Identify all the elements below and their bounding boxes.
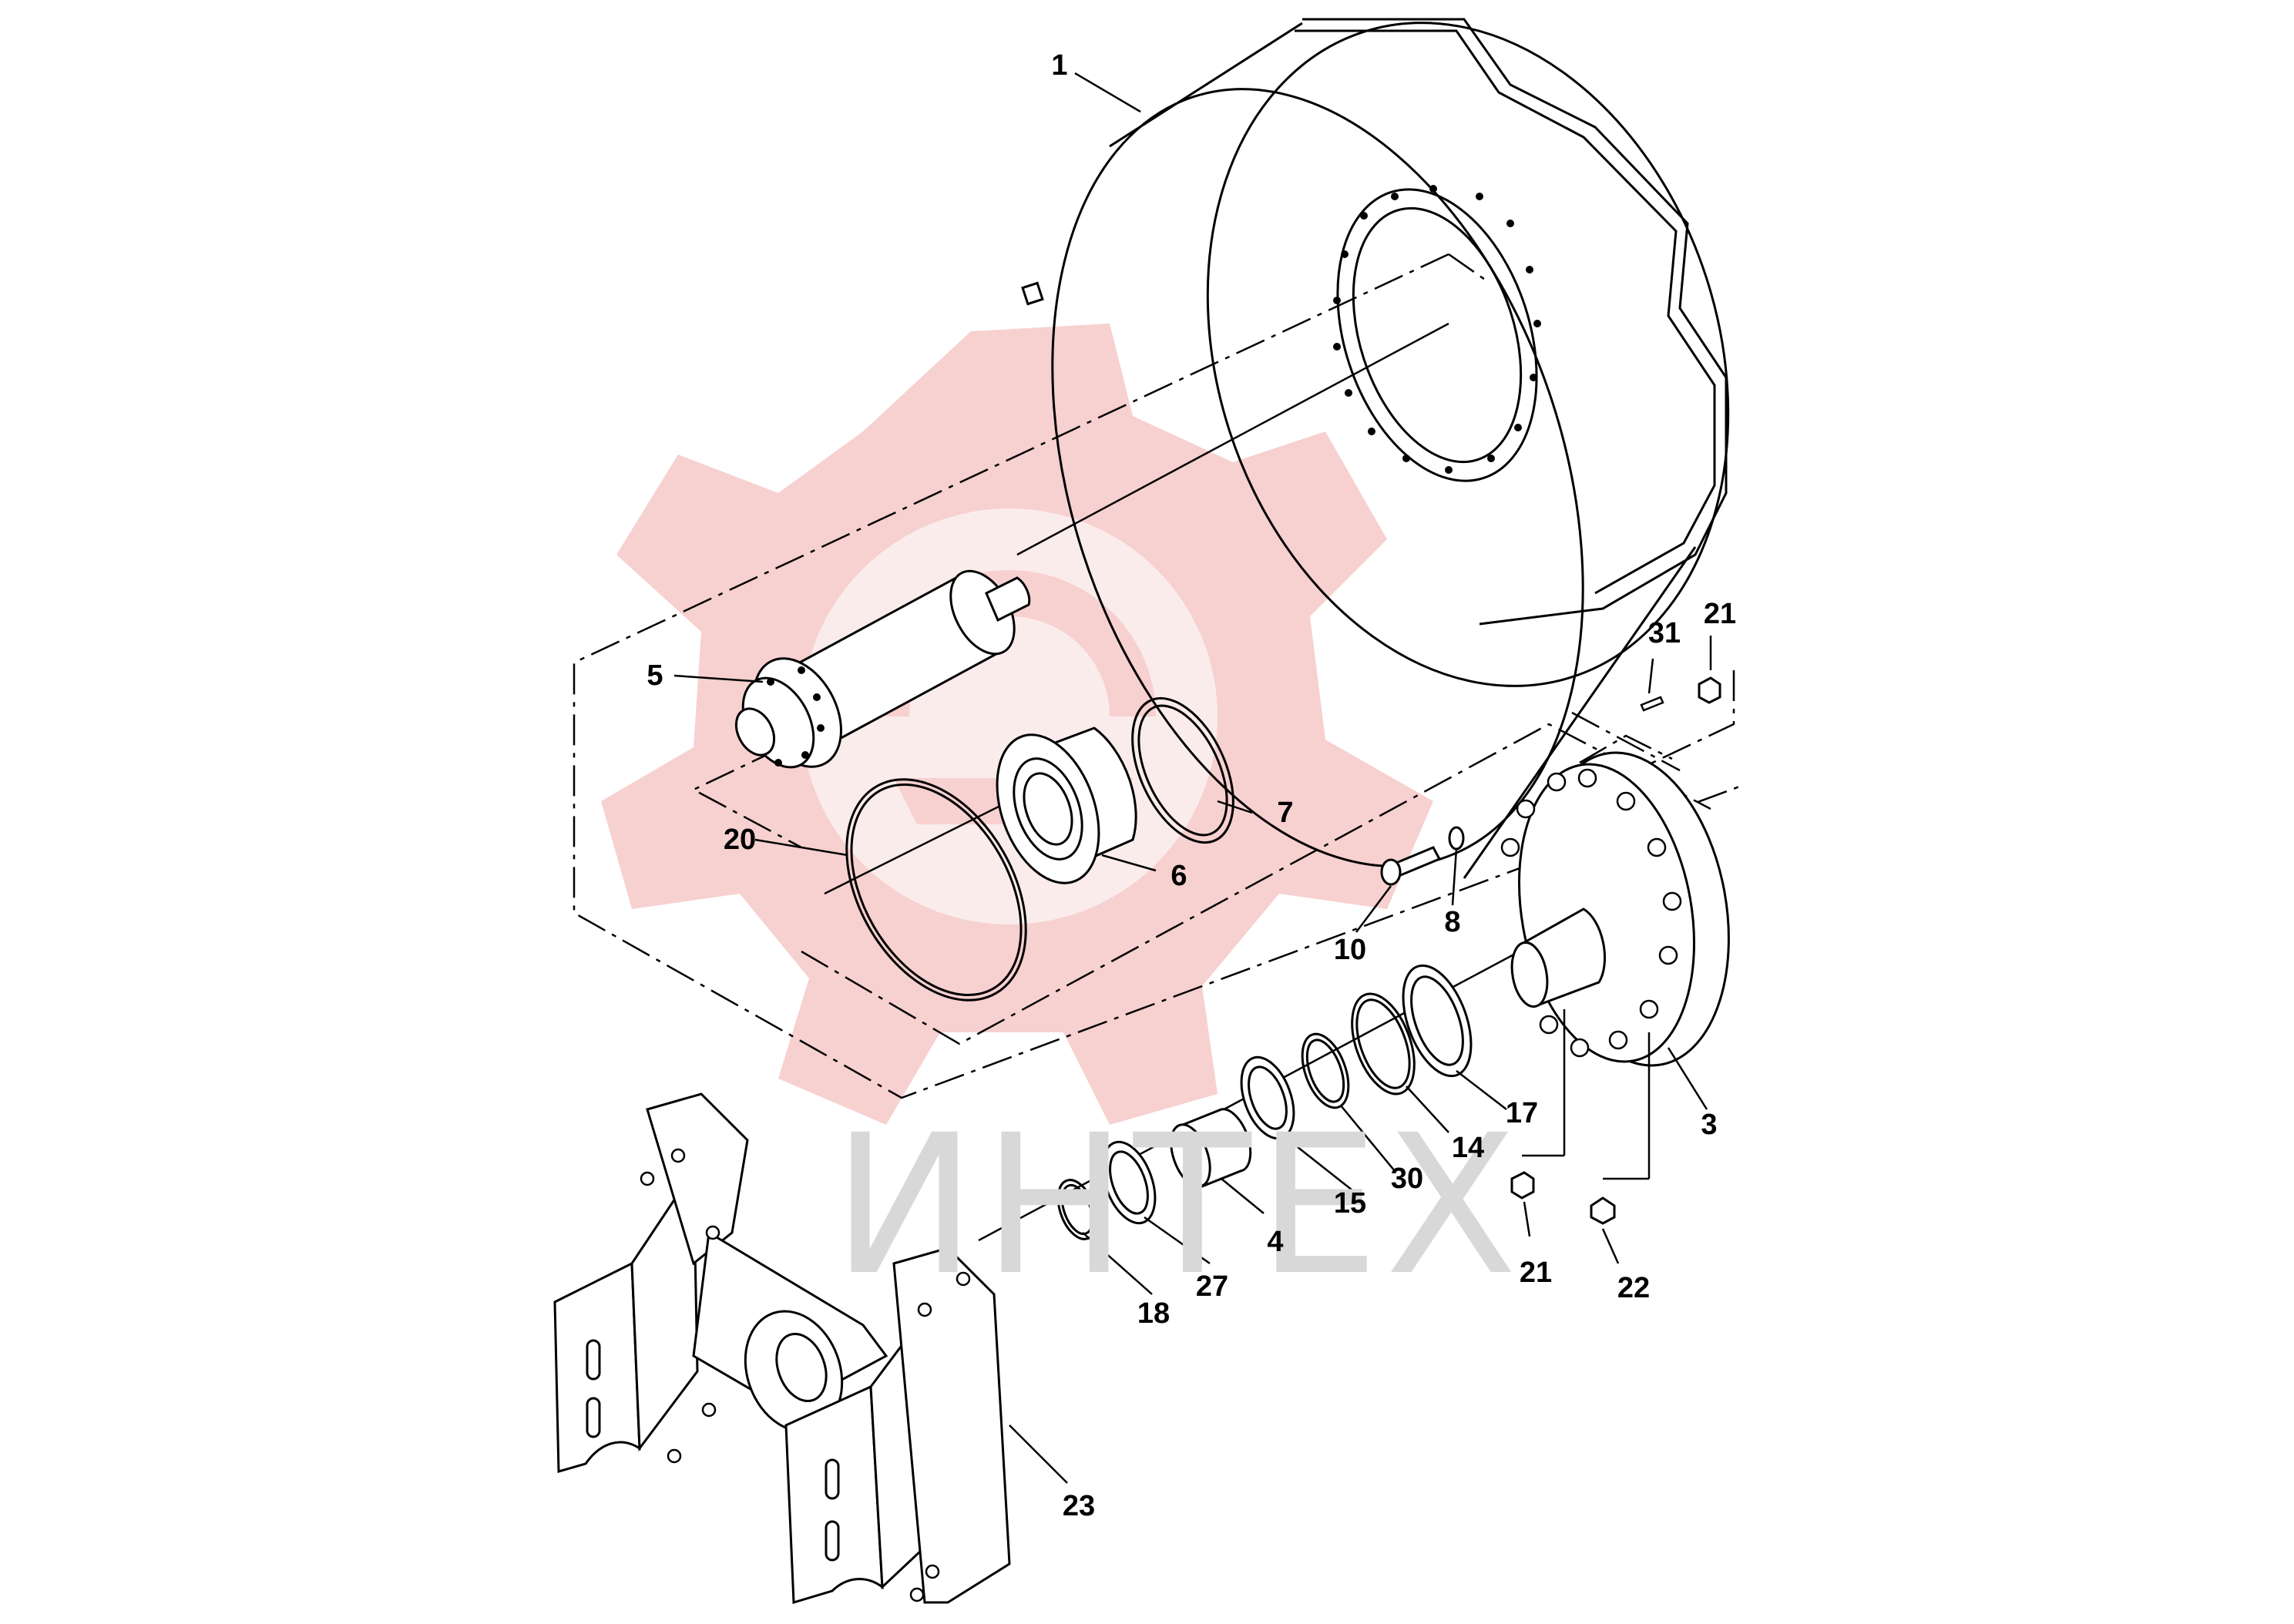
callout-22: 22 <box>1617 1272 1651 1304</box>
part-21-nut-top <box>1698 676 1721 704</box>
part-8-washer <box>1448 826 1465 851</box>
callout-31: 31 <box>1647 617 1681 649</box>
part-20-o-ring <box>845 778 1027 1002</box>
leader-connectors <box>1522 1009 1651 1180</box>
callout-leader-lines <box>673 72 1712 1484</box>
part-21-nut-bottom <box>1510 1171 1535 1200</box>
part-1-drum-wheel <box>1021 18 1730 879</box>
callout-18: 18 <box>1137 1297 1171 1330</box>
motor-bolts <box>767 666 825 767</box>
part-23-frame-bracket <box>553 1092 1011 1604</box>
drum-flange-bolt-holes <box>1333 185 1541 474</box>
callout-10: 10 <box>1333 934 1367 966</box>
hub-flange-bolts <box>1500 768 1682 1058</box>
callout-27: 27 <box>1195 1270 1229 1303</box>
callout-4: 4 <box>1267 1226 1284 1258</box>
frame-bolts <box>640 1148 971 1602</box>
callout-14: 14 <box>1451 1132 1485 1164</box>
part-31-pin <box>1640 696 1664 712</box>
part-30-ring <box>1301 1032 1350 1109</box>
part-7-snap-ring <box>1131 696 1234 844</box>
callout-3: 3 <box>1701 1109 1718 1141</box>
callout-30: 30 <box>1390 1163 1424 1195</box>
callout-21-bottom: 21 <box>1519 1257 1553 1289</box>
part-22-bolt <box>1590 1196 1616 1225</box>
callout-17: 17 <box>1505 1097 1539 1129</box>
part-5-drive-motor <box>734 569 1031 769</box>
callout-15: 15 <box>1333 1187 1367 1220</box>
callout-21-top: 21 <box>1703 598 1737 630</box>
part-15-seal <box>1240 1055 1295 1140</box>
callout-5: 5 <box>647 659 663 692</box>
part-6-bearing <box>996 726 1137 884</box>
callout-8: 8 <box>1444 906 1461 938</box>
watermark-logo <box>601 324 1433 1125</box>
part-4-sleeve <box>1170 1108 1252 1188</box>
part-14-ring <box>1351 992 1416 1096</box>
callout-6: 6 <box>1171 860 1187 892</box>
callout-7: 7 <box>1277 797 1294 829</box>
part-10-bolt <box>1380 846 1442 886</box>
callout-20: 20 <box>723 824 757 856</box>
part-18-circlip <box>1056 1179 1098 1240</box>
part-17-seal <box>1402 964 1473 1078</box>
part-27-seal <box>1101 1140 1157 1225</box>
callout-1: 1 <box>1051 49 1068 82</box>
part-3-hub-flange <box>1510 751 1730 1067</box>
callout-23: 23 <box>1062 1490 1096 1522</box>
